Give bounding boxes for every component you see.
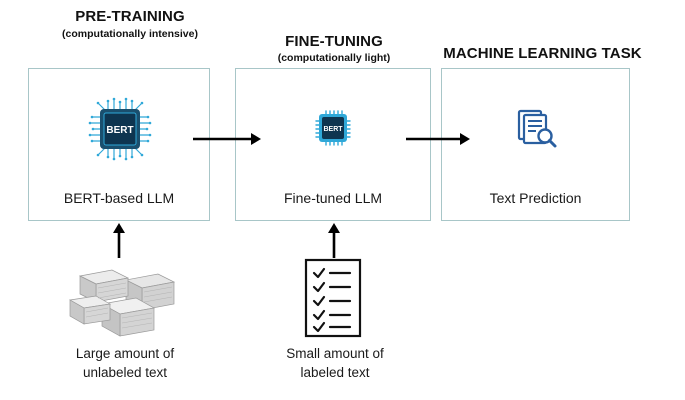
labeled-text-caption: Small amount of labeled text	[255, 344, 415, 382]
finetuning-box-label: Fine-tuned LLM	[283, 190, 383, 206]
chip-label: BERT	[106, 125, 133, 136]
arrow-unlabeled-to-pretrain	[113, 223, 125, 258]
pretraining-box-label: BERT-based LLM	[63, 190, 175, 206]
pretraining-box: BERT BERT-based LLM	[28, 68, 210, 221]
pretraining-title: PRE-TRAINING	[75, 8, 185, 25]
pretraining-subtitle: (computationally intensive)	[62, 28, 198, 40]
bert-chip-small-icon: BERT	[315, 110, 351, 146]
finetuning-box: BERT Fine-tuned LLM	[235, 68, 431, 221]
arrow-labeled-to-finetune	[328, 223, 340, 258]
finetuning-subtitle: (computationally light)	[277, 52, 391, 64]
finetuning-title: FINE-TUNING	[285, 33, 383, 50]
chip-label: BERT	[323, 126, 343, 133]
document-search-icon	[517, 109, 557, 148]
caption-line-2: labeled text	[300, 365, 370, 380]
caption-line-1: Large amount of	[75, 346, 175, 361]
arrow-finetune-to-task	[406, 133, 470, 145]
unlabeled-text-caption: Large amount of unlabeled text	[40, 344, 210, 382]
ml-task-box-label: Text Prediction	[489, 190, 582, 206]
caption-line-1: Small amount of	[286, 346, 384, 361]
checklist-document-icon	[304, 258, 362, 338]
ml-task-box: Text Prediction	[441, 68, 630, 221]
ml-task-title: MACHINE LEARNING TASK	[443, 45, 642, 62]
arrow-pretrain-to-finetune	[193, 133, 261, 145]
bert-chip-large-icon: BERT	[88, 97, 152, 161]
paper-stacks-icon	[68, 269, 176, 337]
caption-line-2: unlabeled text	[82, 365, 168, 380]
